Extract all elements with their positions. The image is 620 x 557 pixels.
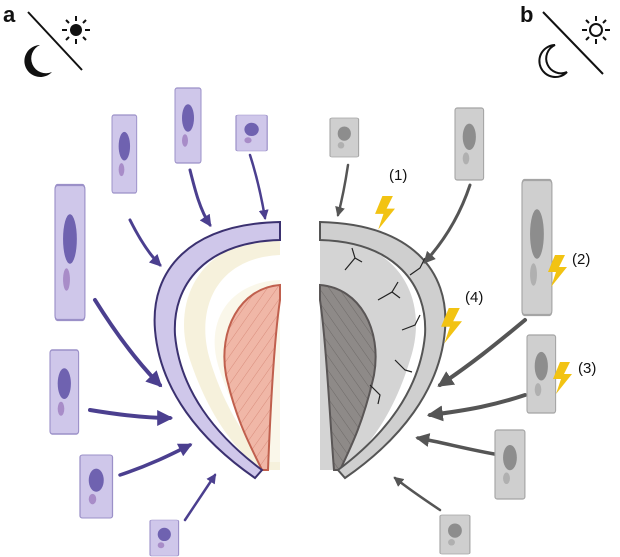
basal-cell-left-1 [112, 115, 137, 193]
panel-label-a: a [3, 2, 16, 27]
basal-cell-right-3 [527, 335, 556, 413]
left-tissue-diagram [50, 88, 280, 556]
lightning-bolt-icon-1 [375, 196, 395, 230]
basal-cell-left-6 [150, 520, 179, 556]
basal-cell-left-2 [175, 88, 201, 163]
annotation-4: (4) [465, 289, 483, 306]
basal-cell-left-5 [80, 455, 113, 518]
panel-label-b: b [520, 2, 533, 27]
basal-cell-left-4 [50, 350, 79, 434]
right-tissue-diagram: (1) (2) (3) (4) [320, 108, 596, 554]
basal-cell-right-2 [455, 108, 484, 180]
columnar-cell-left [55, 185, 85, 320]
columnar-cell-right [522, 180, 552, 315]
basal-cell-right-1 [330, 118, 359, 157]
moon-sun-icon-b [539, 12, 610, 77]
annotation-3: (3) [578, 360, 596, 377]
annotation-2: (2) [572, 251, 590, 268]
basal-cell-right-5 [440, 515, 470, 554]
annotation-1: (1) [389, 167, 407, 184]
basal-cell-right-4 [495, 430, 525, 499]
moon-sun-icon-a [24, 12, 90, 77]
basal-cell-left-3 [236, 115, 267, 151]
